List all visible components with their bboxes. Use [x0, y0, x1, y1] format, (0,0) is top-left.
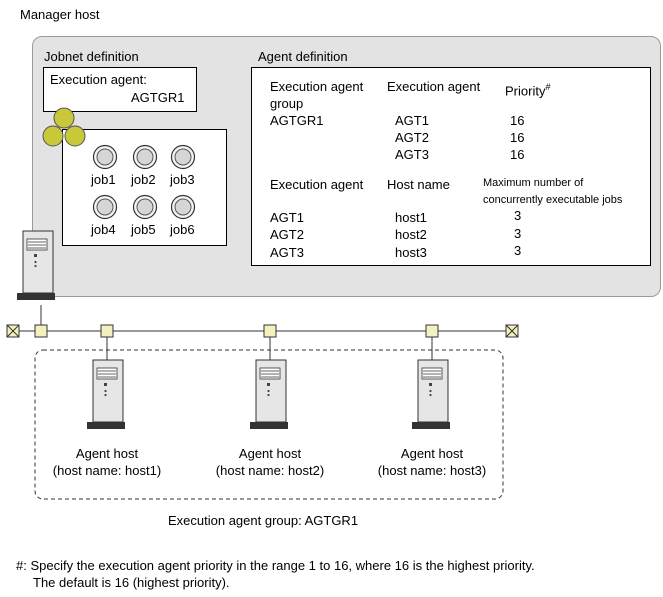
table1-priority-2: 16	[510, 130, 525, 145]
agent-host-2-label: Agent host	[238, 446, 302, 461]
execution-agent-label: Execution agent:	[50, 72, 147, 87]
manager-server-icon	[16, 230, 56, 301]
jobnet-icon	[42, 107, 86, 147]
job-label-5: job5	[131, 222, 156, 237]
job6-icon	[170, 194, 196, 220]
table2-header-host-name: Host name	[387, 177, 450, 192]
agent-group-boundary	[34, 349, 504, 500]
job3-icon	[170, 144, 196, 170]
table2-agent-1: AGT1	[270, 210, 304, 225]
agent-definition-title: Agent definition	[258, 49, 348, 64]
table2-header-exec-agent: Execution agent	[270, 177, 364, 192]
terminator-right-icon	[505, 324, 519, 338]
job4-icon	[92, 194, 118, 220]
agent-host-1-detail: (host name: host1)	[52, 463, 162, 478]
agent-definition-box	[251, 67, 651, 266]
terminator-left-icon	[6, 324, 20, 338]
agent-server-3-icon	[411, 359, 451, 430]
agent-host-2-detail: (host name: host2)	[215, 463, 325, 478]
footnote-line-1: #: Specify the execution agent priority …	[16, 558, 535, 573]
table2-header-max-1: Maximum number of	[483, 177, 584, 189]
connector-host1-icon	[100, 324, 114, 338]
agent-host-3-detail: (host name: host3)	[377, 463, 487, 478]
table1-agent-2: AGT2	[395, 130, 429, 145]
job-label-1: job1	[91, 172, 116, 187]
table1-header-exec-agent-2: Execution agent	[387, 79, 481, 94]
agent-server-2-icon	[249, 359, 289, 430]
table2-host-3: host3	[395, 245, 427, 260]
job-label-6: job6	[170, 222, 195, 237]
job-label-3: job3	[170, 172, 195, 187]
jobnet-definition-title: Jobnet definition	[44, 49, 139, 64]
execution-agent-group-caption: Execution agent group: AGTGR1	[168, 513, 359, 528]
agent-host-3-label: Agent host	[400, 446, 464, 461]
job5-icon	[132, 194, 158, 220]
execution-agent-value: AGTGR1	[131, 90, 185, 105]
table2-agent-3: AGT3	[270, 245, 304, 260]
footnote-line-2: The default is 16 (highest priority).	[33, 575, 230, 590]
table1-header-priority: Priority#	[505, 82, 551, 99]
table1-agent-3: AGT3	[395, 147, 429, 162]
table1-priority-3: 16	[510, 147, 525, 162]
connector-manager-icon	[34, 324, 48, 338]
job-label-4: job4	[91, 222, 116, 237]
job-label-2: job2	[131, 172, 156, 187]
table2-host-1: host1	[395, 210, 427, 225]
job1-icon	[92, 144, 118, 170]
job2-icon	[132, 144, 158, 170]
manager-host-label: Manager host	[20, 7, 100, 22]
agent-server-1-icon	[86, 359, 126, 430]
table2-max-1: 3	[514, 208, 522, 223]
connector-host3-icon	[425, 324, 439, 338]
table2-max-3: 3	[514, 243, 522, 258]
connector-host2-icon	[263, 324, 277, 338]
table1-priority-1: 16	[510, 113, 525, 128]
execution-agent-box: Execution agent: AGTGR1	[43, 67, 197, 112]
table1-agent-1: AGT1	[395, 113, 429, 128]
table1-header-exec-agent: Execution agent	[270, 79, 364, 94]
table1-group-value: AGTGR1	[270, 113, 324, 128]
table2-agent-2: AGT2	[270, 227, 304, 242]
table2-header-max-2: concurrently executable jobs	[483, 194, 623, 206]
table2-host-2: host2	[395, 227, 427, 242]
agent-host-1-label: Agent host	[75, 446, 139, 461]
table2-max-2: 3	[514, 226, 522, 241]
priority-footnote-mark: #	[545, 82, 551, 92]
table1-header-group: group	[270, 96, 304, 111]
